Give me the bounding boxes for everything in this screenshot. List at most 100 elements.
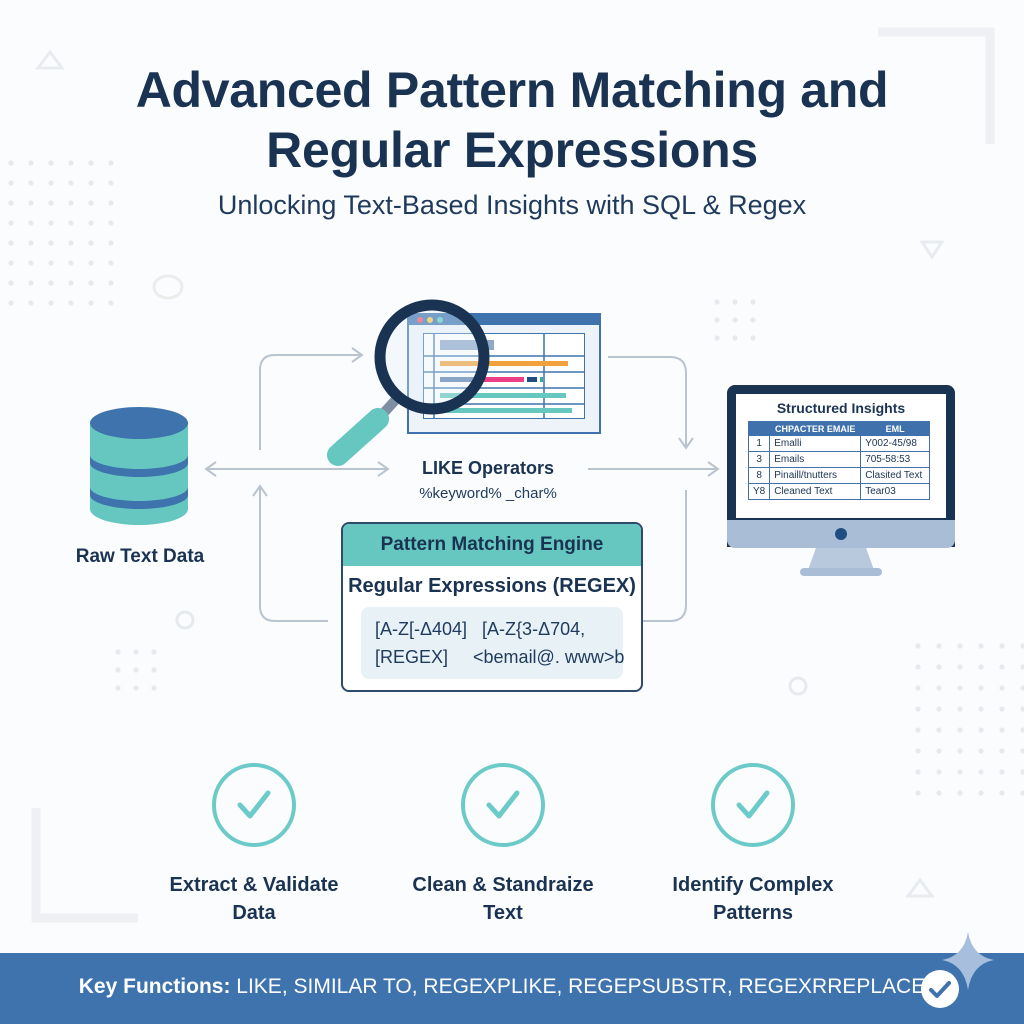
window-table (423, 333, 585, 419)
dot-decoration (8, 280, 14, 286)
regex-code-line: [A-Z[-Δ404] [A-Z{3-Δ704, (375, 619, 586, 639)
dot-decoration (48, 160, 54, 166)
dot-decoration (915, 727, 921, 733)
dot-decoration (999, 685, 1005, 691)
insights-cell: Y002-45/98 (860, 435, 930, 452)
insights-cell: Y8 (747, 483, 771, 500)
insights-cell: 8 (747, 467, 771, 484)
dot-decoration (68, 240, 74, 246)
dot-decoration (978, 685, 984, 691)
dot-decoration (936, 727, 942, 733)
dot-decoration (1020, 769, 1024, 775)
check-circle-icon (711, 763, 795, 847)
feature-label-line: Patterns (712, 902, 794, 924)
dot-decoration (88, 200, 94, 206)
dot-decoration (108, 280, 114, 286)
key-functions-footer: Key Functions: LIKE, SIMILAR TO, REGEXPL… (0, 953, 1024, 1024)
window-control-dot-icon (437, 317, 443, 323)
dot-decoration (48, 300, 54, 306)
check-circle-icon (461, 763, 545, 847)
dot-decoration (8, 160, 14, 166)
dot-decoration (750, 335, 756, 341)
dot-decoration (108, 260, 114, 266)
monitor-stand-base (800, 568, 882, 576)
insights-cell: Tear03 (860, 483, 930, 500)
dot-decoration (151, 685, 157, 691)
arrowhead-right-icon (707, 461, 720, 477)
feature-label-line: Clean & Standraize (412, 874, 594, 896)
dot-decoration (68, 220, 74, 226)
check-circle-icon (212, 763, 296, 847)
dot-decoration (999, 664, 1005, 670)
regex-code-block: [A-Z[-Δ404] [A-Z{3-Δ704, [REGEX] <bemail… (361, 607, 624, 679)
dot-decoration (28, 240, 34, 246)
dot-decoration (732, 299, 738, 305)
dot-decoration (48, 180, 54, 186)
corner-bracket-decoration (31, 808, 138, 923)
dot-decoration (957, 685, 963, 691)
dot-decoration (8, 260, 14, 266)
dot-decoration (108, 220, 114, 226)
arrowhead-right-icon (351, 347, 364, 363)
dot-decoration (750, 299, 756, 305)
dot-decoration (133, 649, 139, 655)
dot-decoration (68, 200, 74, 206)
dot-decoration (750, 317, 756, 323)
arrow-loop-down (259, 486, 328, 622)
dot-decoration (936, 769, 942, 775)
dot-decoration (88, 280, 94, 286)
insights-cell: Emalli (769, 435, 862, 452)
dot-decoration (1020, 685, 1024, 691)
magnifier-icon (327, 299, 490, 466)
dot-decoration (68, 260, 74, 266)
engine-header: Pattern Matching Engine (343, 524, 641, 566)
dot-decoration (936, 790, 942, 796)
dot-decoration (978, 748, 984, 754)
dot-decoration (999, 706, 1005, 712)
dot-decoration (68, 180, 74, 186)
dot-decoration (108, 240, 114, 246)
window-control-dot-icon (427, 317, 433, 323)
dot-decoration (8, 220, 14, 226)
monitor-power-button-icon (835, 528, 847, 540)
dot-decoration (1020, 664, 1024, 670)
dot-decoration (8, 240, 14, 246)
arrowhead-right-icon (377, 461, 390, 477)
structured-insights-title: Structured Insights (776, 400, 906, 416)
pattern-matching-engine-card: Pattern Matching Engine Regular Expressi… (341, 522, 643, 692)
triangle-decoration (905, 877, 935, 898)
dot-decoration (88, 300, 94, 306)
dot-decoration (978, 769, 984, 775)
dot-decoration (978, 664, 984, 670)
feature-label-line: Text (483, 902, 523, 924)
ring-decoration (788, 676, 808, 696)
corner-bracket-decoration (878, 27, 995, 144)
dot-decoration (108, 180, 114, 186)
dot-decoration (68, 280, 74, 286)
dot-decoration (1020, 727, 1024, 733)
dot-decoration (957, 706, 963, 712)
dot-decoration (28, 180, 34, 186)
raw-text-data-label: Raw Text Data (75, 546, 205, 567)
database-icon (90, 407, 188, 525)
dot-decoration (88, 240, 94, 246)
key-functions-list: LIKE, SIMILAR TO, REGEXPLIKE, REGEPSUBST… (230, 975, 926, 998)
arrow-window-to-output (608, 356, 687, 448)
dot-decoration (28, 220, 34, 226)
page-title-line-2: Regular Expressions (266, 122, 758, 178)
window-control-dot-icon (417, 317, 423, 323)
insights-cell: 705-58:53 (860, 451, 930, 468)
insights-cell: Emails (769, 451, 862, 468)
arrowhead-down-icon (678, 437, 694, 450)
dot-decoration (957, 748, 963, 754)
dot-grid-decorations (8, 160, 1024, 796)
dot-decoration (48, 260, 54, 266)
dot-decoration (28, 200, 34, 206)
arrow-loop-up (259, 354, 362, 450)
